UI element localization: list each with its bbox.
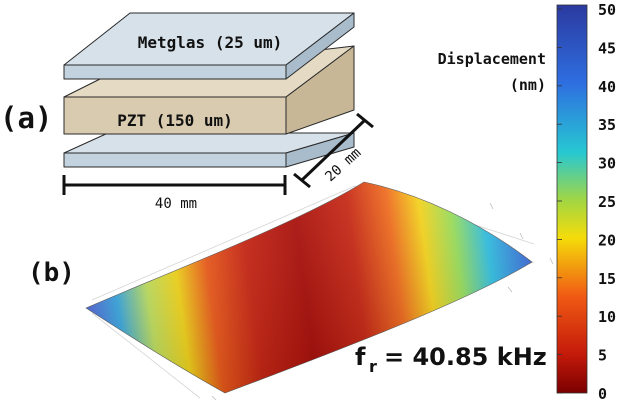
colorbar-tick-label: 20 xyxy=(598,231,616,249)
colorbar-tick-label: 0 xyxy=(598,385,607,402)
resonance-subscript: r xyxy=(369,357,377,376)
colorbar-tick-label: 40 xyxy=(598,78,616,96)
colorbar-tick-label: 45 xyxy=(598,39,616,57)
colorbar-tick-label: 10 xyxy=(598,308,616,326)
displacement-surface xyxy=(85,181,533,394)
metglas-label: Metglas (25 um) xyxy=(138,33,283,52)
resonance-symbol: f xyxy=(355,343,366,371)
colorbar-title-line1: Displacement xyxy=(438,50,546,68)
width-dimension-line xyxy=(293,112,374,189)
colorbar xyxy=(556,4,588,394)
panel-a-label: (a) xyxy=(0,101,52,135)
colorbar-tick-label: 5 xyxy=(598,347,607,365)
colorbar-tick-label: 50 xyxy=(598,1,616,19)
plot-axis-ticks xyxy=(211,202,554,401)
length-label: 40 mm xyxy=(155,196,197,212)
metglas-bottom-layer xyxy=(63,132,355,168)
length-dimension-line xyxy=(62,175,287,195)
panel-b-label: (b) xyxy=(28,258,75,288)
colorbar-tick-label: 15 xyxy=(598,270,616,288)
colorbar-tick-label: 25 xyxy=(598,193,616,211)
colorbar-tick-label: 35 xyxy=(598,116,616,134)
pzt-label: PZT (150 um) xyxy=(117,111,233,130)
colorbar-title-line2: (nm) xyxy=(510,76,546,94)
resonance-value: = 40.85 kHz xyxy=(384,343,547,371)
metglas-top-layer xyxy=(63,12,355,80)
colorbar-tick-label: 30 xyxy=(598,155,616,173)
